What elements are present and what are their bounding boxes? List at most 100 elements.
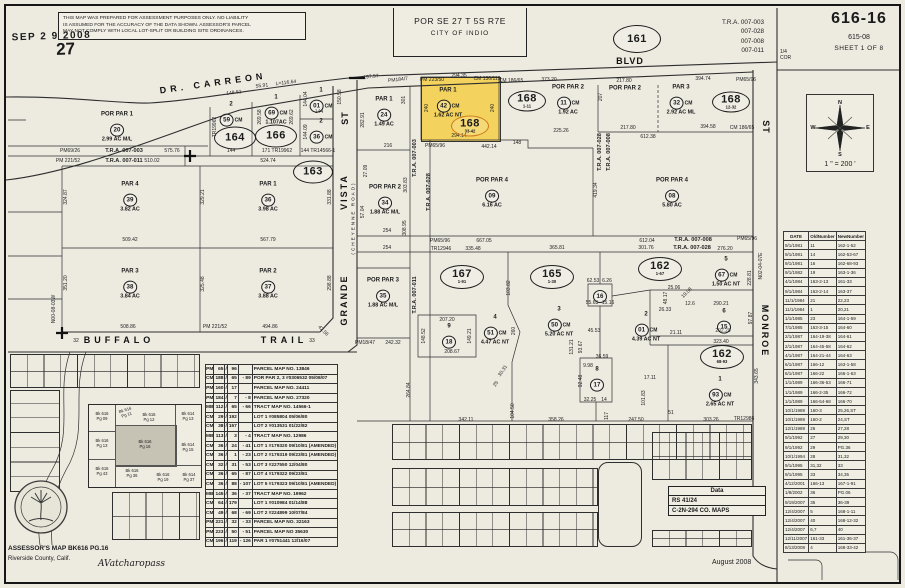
dim-label: 117	[604, 412, 610, 420]
ref-table-cell: 157	[226, 421, 239, 433]
parcel-number-row: 20	[101, 118, 133, 137]
ref-table-cell: CM	[204, 450, 215, 461]
dim-label: 294.14	[451, 133, 467, 139]
parcel-number-circle: 11	[556, 96, 571, 110]
dim-label: 45.53	[587, 328, 601, 334]
dim-label: 32	[73, 338, 79, 344]
renumber-cell: 166-36-53	[808, 377, 837, 388]
renumber-cell: 163-2-14	[808, 286, 837, 297]
renumber-cell: 5	[808, 506, 837, 517]
page-badge-range: 33-42	[464, 128, 476, 134]
ref-table-cell: - 69	[237, 507, 253, 519]
renumber-cell: 29,30	[835, 432, 866, 443]
dim-label: 27.09	[363, 164, 369, 178]
street-label: ST	[761, 120, 771, 134]
parcel-number-circle: 17	[590, 378, 604, 392]
parcel-number-row: 39	[120, 188, 140, 207]
street-loop	[598, 462, 642, 547]
parcel-number-circle: 39	[122, 193, 137, 207]
dim-label: 150.58	[337, 89, 343, 105]
dim-label: 104.50	[510, 403, 516, 419]
renumber-cell: 161-33	[808, 533, 837, 544]
dim-label: 524.74	[260, 158, 276, 164]
renumber-cell: 36	[808, 487, 837, 498]
dim-label: PM 221/52	[55, 158, 81, 164]
page-badge-number: 162	[650, 260, 670, 273]
renumber-cell: 25,26,ST	[835, 405, 866, 416]
parcel-number-circle: 24	[376, 108, 391, 122]
dim-label: 93.67	[578, 340, 584, 354]
scale-label: 1 " = 200 '	[824, 161, 856, 168]
ref-table-cell: - 51	[237, 527, 253, 538]
page-badge-number: 168	[460, 117, 480, 130]
parcel-acreage: 1.107AC	[265, 119, 287, 126]
ref-table-cell: PM	[204, 383, 215, 394]
ref-table-cell: 184	[213, 392, 226, 404]
renumber-cell: 16	[808, 258, 837, 269]
parcel-number-circle: 50	[547, 318, 562, 332]
page-badge-number: 167	[452, 268, 472, 281]
ref-table-cell: CM	[204, 459, 215, 471]
dim-label: 36.59	[595, 354, 609, 360]
dim-label: 148.51	[226, 89, 242, 97]
renumber-cell: 9/1/1995	[782, 460, 810, 471]
parcel-number-row: 36	[258, 188, 278, 207]
ref-table-cell: MB	[204, 488, 215, 500]
parcel-number-circle: 08	[665, 189, 679, 203]
ref-table-cell: PARCEL MAP NO. 13846	[251, 364, 339, 375]
renumber-cell: 27	[808, 432, 837, 443]
parcel-acreage: 3.82 AC	[120, 206, 140, 213]
ref-table-cell: 145	[213, 488, 226, 500]
ref-table-cell: 188	[213, 373, 226, 385]
parcel-number-row: 24	[374, 103, 394, 122]
dim-label: 144	[226, 148, 236, 154]
renumber-cell: 163-1-58	[835, 359, 866, 370]
ref-table-cell: 96	[226, 364, 239, 375]
dim-label: 335.48	[465, 246, 481, 252]
dim-label: 6.26	[602, 278, 612, 284]
dim-label: 30.31	[496, 364, 510, 378]
dim-label: 282.91	[360, 112, 366, 128]
dim-label: 33	[309, 338, 315, 344]
renumber-cell: 164-45-58	[808, 341, 837, 352]
dim-label: 508.86	[120, 324, 136, 330]
ref-table-cell: - 33	[237, 517, 253, 529]
renumber-cell: 27,28	[835, 423, 866, 434]
dim-label: 42.56	[316, 324, 330, 338]
renumber-cell: 6/1/1987	[782, 359, 810, 370]
dim-label: 324.87	[63, 189, 69, 205]
parcel-number-row: 17	[590, 373, 604, 392]
page-badge-number: 161	[627, 32, 647, 45]
ref-table-cell: 65	[213, 364, 226, 375]
dim-label: T.R.A. 007-003	[105, 148, 143, 154]
renumber-cell: 9/1/1984	[782, 286, 810, 297]
ref-table-cell: 49	[213, 507, 226, 519]
parcel-acreage: 3.98 AC	[258, 206, 278, 213]
dim-label: 342.11	[458, 417, 474, 423]
dim-label: 17.11	[643, 375, 657, 381]
renumber-cell: 9/1/1995	[782, 469, 810, 480]
dim-label: PM184/7	[387, 75, 409, 85]
renumber-cell: 164-19-38	[808, 331, 837, 343]
disclaimer-line: MAY NOT COMPLY WITH LOCAL LOT-SPLIT OR B…	[63, 29, 244, 35]
dim-label: 26.33	[658, 307, 672, 313]
parcel-lot-number: 3	[557, 306, 561, 313]
